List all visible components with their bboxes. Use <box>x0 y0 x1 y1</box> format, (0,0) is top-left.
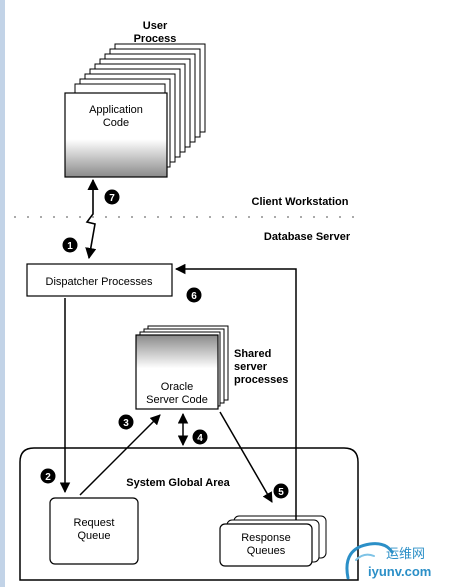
oracle-server-code-box <box>135 334 219 410</box>
svg-text:3: 3 <box>123 418 129 429</box>
response-queues-label-2: Queues <box>247 545 286 557</box>
response-queues-box <box>219 523 313 567</box>
svg-text:2: 2 <box>45 472 51 483</box>
watermark-logo: 运维网 iyunv.com <box>345 542 431 580</box>
svg-text:1: 1 <box>67 241 73 252</box>
svg-text:4: 4 <box>197 433 203 444</box>
user-process-stack: Application Code <box>64 43 206 178</box>
shared-server-title-1: Shared <box>234 348 271 360</box>
application-code-box <box>64 92 168 178</box>
request-to-server-arrow <box>79 414 161 496</box>
step-7-marker: 7 <box>104 189 120 205</box>
application-code-label-2: Code <box>103 117 129 129</box>
left-border-stripe <box>0 0 5 587</box>
oracle-server-code-label-2: Server Code <box>146 394 208 406</box>
svg-text:5: 5 <box>278 487 284 498</box>
step-1-marker: 1 <box>62 237 78 253</box>
request-queue-label-1: Request <box>74 517 115 529</box>
request-queue-box <box>49 497 139 565</box>
watermark-en: iyunv.com <box>368 564 431 579</box>
watermark-cn: 运维网 <box>386 546 425 561</box>
database-server-label: Database Server <box>264 231 351 243</box>
server-to-response-arrow <box>219 411 273 503</box>
step-6-marker: 6 <box>186 287 202 303</box>
network-link-arrow <box>85 178 99 260</box>
step-2-marker: 2 <box>40 468 56 484</box>
response-to-dispatcher-arrow <box>174 263 297 520</box>
user-process-title-1: User <box>143 20 168 32</box>
client-workstation-label: Client Workstation <box>252 196 349 208</box>
oracle-server-code-label-1: Oracle <box>161 381 193 393</box>
step-4-marker: 4 <box>192 429 208 445</box>
dispatcher-label: Dispatcher Processes <box>46 276 153 288</box>
step-3-marker: 3 <box>118 414 134 430</box>
step-5-marker: 5 <box>273 483 289 499</box>
shared-server-title-2: server <box>234 361 268 373</box>
svg-text:6: 6 <box>191 291 197 302</box>
application-code-label-1: Application <box>89 104 143 116</box>
request-queue-label-2: Queue <box>77 530 110 542</box>
shared-server-title-3: processes <box>234 374 288 386</box>
shared-server-stack: Oracle Server Code <box>135 325 229 410</box>
user-process-title-2: Process <box>134 33 177 45</box>
sga-label: System Global Area <box>126 477 230 489</box>
response-queues-label-1: Response <box>241 532 291 544</box>
svg-text:7: 7 <box>109 193 115 204</box>
response-queues-stack: Response Queues <box>219 515 327 567</box>
dispatcher-box <box>26 263 173 297</box>
